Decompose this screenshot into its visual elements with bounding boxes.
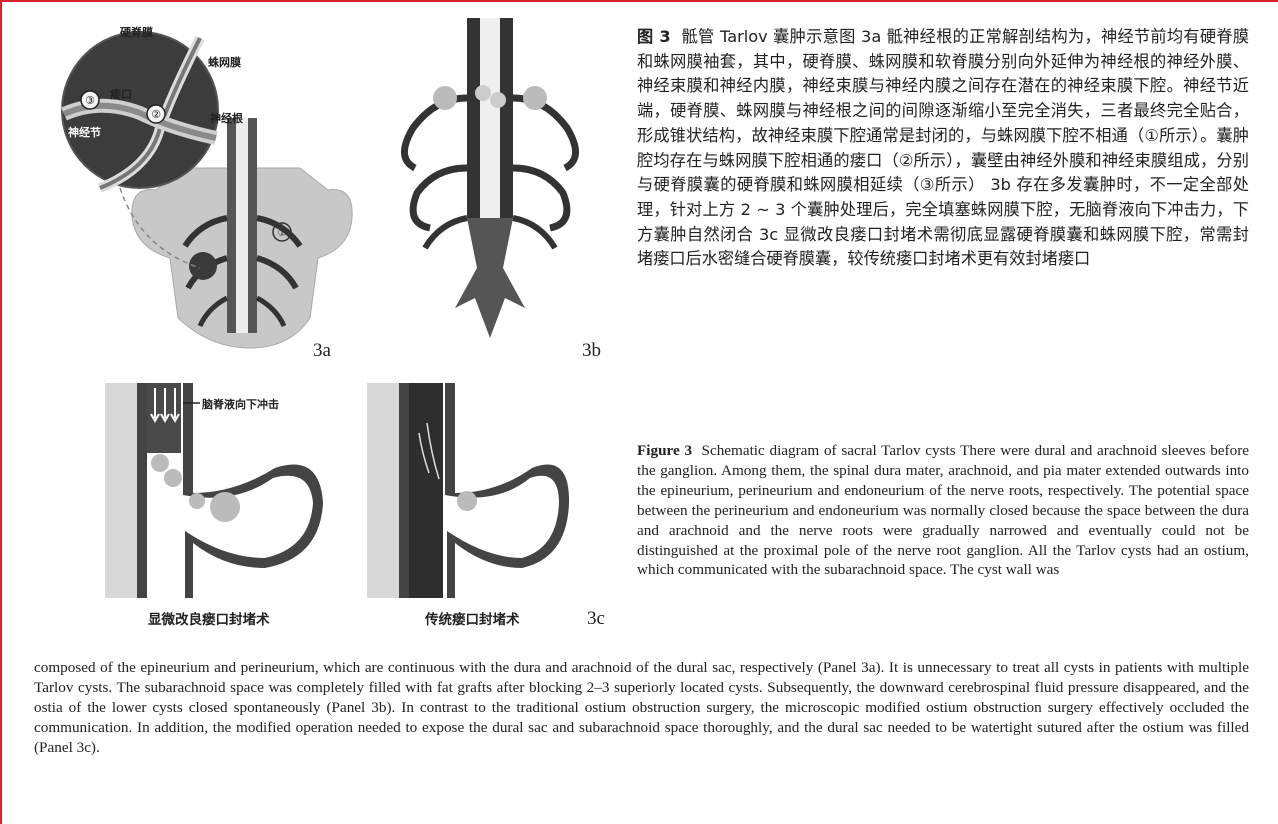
- label-ganglion: 神经节: [68, 125, 101, 139]
- panel-3b-figure: [385, 18, 595, 370]
- csf-arrow-label: 脑脊液向下冲击: [202, 397, 279, 411]
- caption-en-figure-number: Figure 3: [637, 442, 692, 459]
- label-ostium: 瘘口: [110, 87, 132, 101]
- label-nerve-root: 神经根: [210, 111, 244, 125]
- frame-top-border: [0, 0, 1278, 2]
- panel-3a-figure: ① ② ③ 硬脊膜 蛛网膜 瘘口 神经根 神经节: [60, 18, 360, 370]
- caption-english-part2: composed of the epineurium and perineuri…: [34, 658, 1249, 758]
- panel-3c-right-caption: 传统瘘口封堵术: [425, 608, 520, 628]
- panel-3b-label: 3b: [582, 340, 601, 362]
- caption-cn-figure-number: 图 3: [637, 27, 671, 46]
- label-arachnoid: 蛛网膜: [208, 55, 241, 69]
- panel-3c-label: 3c: [587, 608, 605, 630]
- panel-3c-right-figure: [367, 383, 572, 598]
- caption-chinese: 图 3 骶管 Tarlov 囊肿示意图 3a 骶神经根的正常解剖结构为，神经节前…: [637, 25, 1249, 272]
- caption-cn-text: 骶管 Tarlov 囊肿示意图 3a 骶神经根的正常解剖结构为，神经节前均有硬脊…: [637, 27, 1249, 268]
- panel-3c-left-figure: 脑脊液向下冲击: [105, 383, 335, 598]
- panel-3a-label: 3a: [313, 340, 331, 362]
- label-dura: 硬脊膜: [120, 25, 153, 39]
- svg-text:①: ①: [278, 228, 287, 239]
- panel-3c-left-caption: 显微改良瘘口封堵术: [148, 608, 270, 628]
- caption-en-text-1: Schematic diagram of sacral Tarlov cysts…: [637, 442, 1249, 578]
- caption-english-part1: Figure 3 Schematic diagram of sacral Tar…: [637, 441, 1249, 580]
- frame-left-border: [0, 0, 2, 824]
- svg-text:③: ③: [85, 94, 95, 107]
- svg-text:②: ②: [151, 108, 161, 121]
